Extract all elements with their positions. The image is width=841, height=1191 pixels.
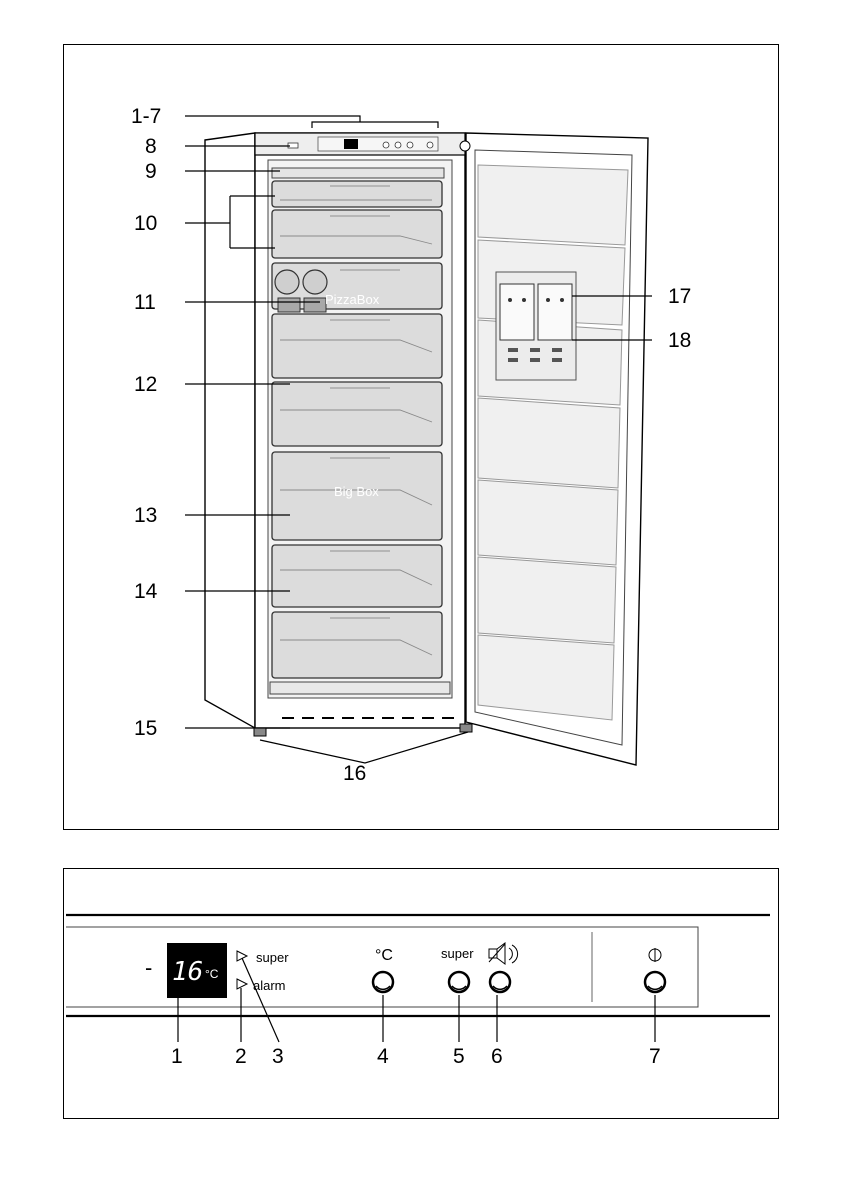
callout-8: 8 bbox=[145, 135, 157, 158]
callout-13: 13 bbox=[134, 504, 157, 527]
door-bin-5 bbox=[478, 480, 618, 565]
door-bin-4 bbox=[478, 398, 620, 488]
foot-left bbox=[254, 728, 266, 736]
drawer-middle-1 bbox=[272, 314, 442, 378]
door-hinge bbox=[460, 141, 470, 151]
callout-11: 11 bbox=[134, 291, 156, 314]
display-minus: - bbox=[145, 955, 152, 980]
drawer-top-2 bbox=[272, 210, 442, 258]
drawer-lower bbox=[272, 545, 442, 607]
callout-bottom-4: 4 bbox=[377, 1045, 389, 1068]
bottom-leader-lines bbox=[178, 958, 655, 1042]
callout-bottom-6: 6 bbox=[491, 1045, 503, 1068]
callout-10: 10 bbox=[134, 212, 157, 235]
cabinet-knob-a bbox=[383, 142, 389, 148]
ice-tray-left bbox=[500, 284, 534, 340]
power-icon bbox=[649, 948, 661, 962]
panel-face bbox=[66, 927, 698, 1007]
super-button[interactable] bbox=[449, 972, 469, 992]
callout-14: 14 bbox=[134, 580, 158, 603]
alarm-indicator-icon bbox=[237, 979, 247, 989]
drawer-middle-2 bbox=[272, 382, 442, 446]
cabinet-knob-c bbox=[407, 142, 413, 148]
ice-tray-right bbox=[538, 284, 572, 340]
callout-bottom-1: 1 bbox=[171, 1045, 183, 1068]
alarm-indicator-label: alarm bbox=[253, 978, 286, 993]
cabinet-mini-display bbox=[344, 139, 358, 149]
drawer-bottom bbox=[272, 612, 442, 678]
super-indicator-icon bbox=[237, 951, 247, 961]
callout-9: 9 bbox=[145, 160, 157, 183]
foot-right bbox=[460, 724, 472, 732]
super-indicator-label: super bbox=[256, 950, 289, 965]
callout-bottom-7: 7 bbox=[649, 1045, 661, 1068]
alarm-mute-icon bbox=[489, 943, 518, 964]
callout-17: 17 bbox=[668, 285, 691, 308]
callout-bottom-3: 3 bbox=[272, 1045, 284, 1068]
display-value: 16 bbox=[172, 957, 203, 987]
callout-12: 12 bbox=[134, 373, 157, 396]
ice-tray-shelf bbox=[272, 168, 444, 178]
door-bin-1 bbox=[478, 165, 628, 245]
alarm-off-button[interactable] bbox=[490, 972, 510, 992]
callout-bottom-5: 5 bbox=[453, 1045, 465, 1068]
door-bin-6 bbox=[478, 557, 616, 643]
super-button-label: super bbox=[441, 946, 474, 961]
cabinet-knob-d bbox=[427, 142, 433, 148]
bottom-rack bbox=[270, 682, 450, 694]
bigbox-label: Big Box bbox=[334, 484, 379, 499]
temp-button[interactable] bbox=[373, 972, 393, 992]
cabinet-knob-b bbox=[395, 142, 401, 148]
drawer-top-1 bbox=[272, 181, 442, 207]
callout-16: 16 bbox=[343, 762, 366, 785]
callout-18: 18 bbox=[668, 329, 691, 352]
cabinet-control-plate bbox=[318, 137, 438, 151]
display-unit: °C bbox=[205, 967, 219, 981]
power-button[interactable] bbox=[645, 972, 665, 992]
door-bin-7 bbox=[478, 635, 614, 720]
temp-button-label: °C bbox=[375, 947, 393, 964]
callout-bottom-2: 2 bbox=[235, 1045, 247, 1068]
callout-1-7: 1-7 bbox=[131, 105, 161, 128]
callout-15: 15 bbox=[134, 717, 157, 740]
pizzabox-label: PizzaBox bbox=[325, 292, 380, 307]
